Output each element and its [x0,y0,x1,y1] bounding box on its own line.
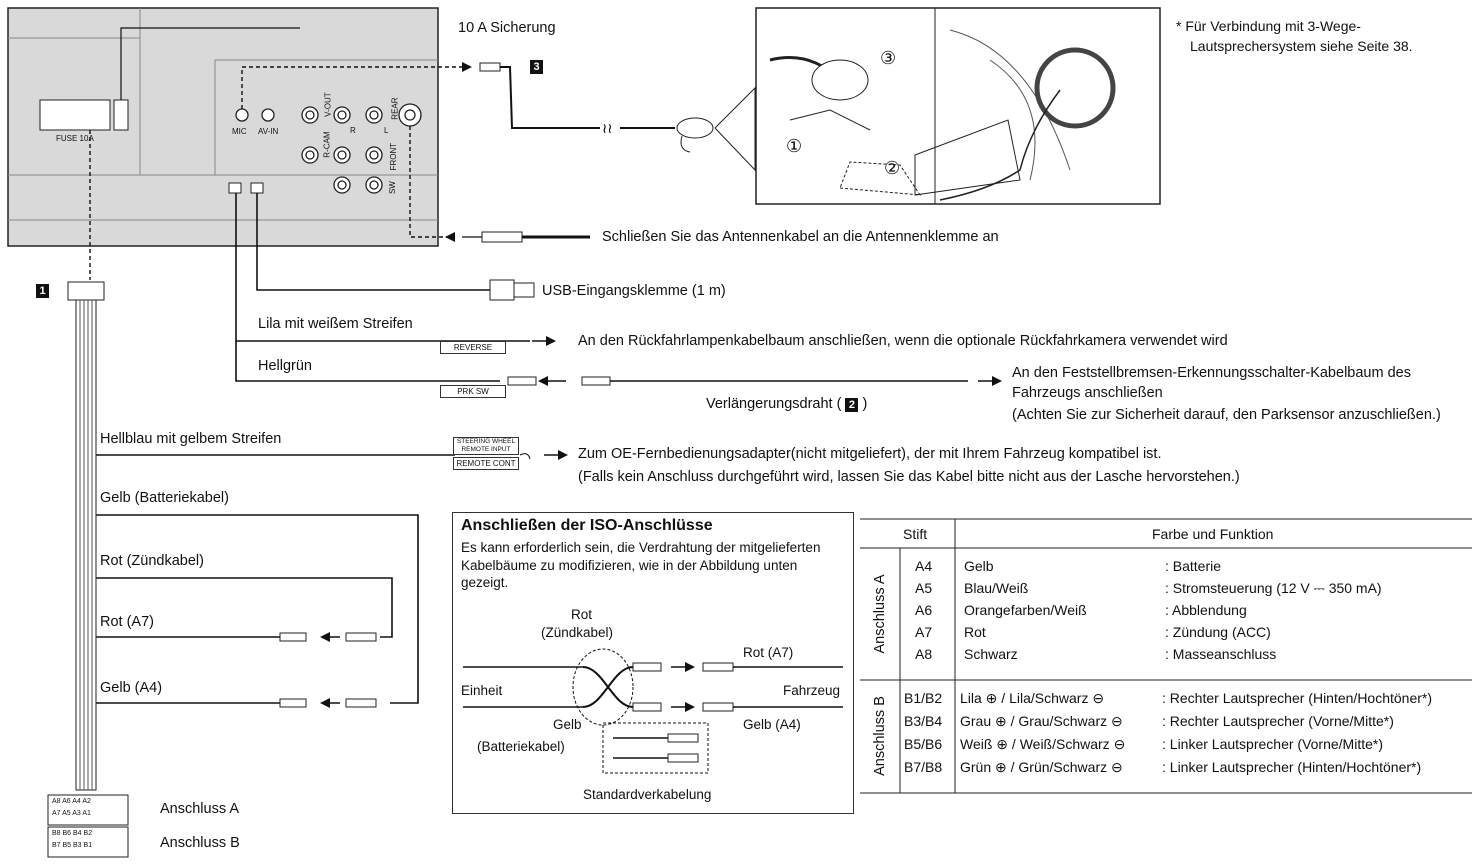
fuse-holder [113,99,129,131]
magnify-circle [1034,47,1116,129]
header-farbe: Farbe und Funktion [1152,526,1274,542]
row-a8-color: Schwarz [964,646,1018,662]
jack-front: FRONT [389,142,399,171]
row-b34-pin: B3/B4 [904,713,943,729]
jack-av-in: AV-IN [258,127,279,136]
iso-connection-box: Anschließen der ISO-Anschlüsse Es kann e… [452,512,854,814]
remote-cont-tag: REMOTE CONT [453,457,519,470]
mic-install-inset [755,7,1161,205]
lila-label: Lila mit weißem Streifen [258,316,413,332]
jack-mic: MIC [232,127,247,136]
iso-harness [75,299,97,791]
rca-jacks [235,103,422,194]
jack-l: L [384,126,389,135]
iso-standard: Standardverkabelung [583,787,712,802]
jack-sw: SW [387,181,397,195]
row-a5-pin: A5 [915,580,933,596]
svg-text:≀≀: ≀≀ [602,122,613,137]
jack-r-cam: R-CAM [322,131,332,158]
anschluss-b-label: Anschluss B [160,835,240,851]
badge-1: 1 [36,284,49,298]
badge-3: 3 [530,60,543,74]
header-stift: Stift [903,526,928,542]
anschluss-a-label: Anschluss A [160,801,239,817]
connector-a [47,794,129,826]
step-2: ② [884,158,901,178]
row-a7-pin: A7 [915,624,933,640]
iso-rot: Rot [571,607,593,622]
footnote-line-1: * Für Verbindung mit 3-Wege- [1176,18,1361,34]
iso-socket [39,99,111,131]
remote-line-1: Zum OE-Fernbedienungsadapter(nicht mitge… [578,446,1162,462]
iso-batt: (Batteriekabel) [477,739,565,754]
row-a6-pin: A6 [915,602,933,618]
pins-row-3: B8 B6 B4 B2 [52,830,93,837]
rot-a7-label: Rot (A7) [100,614,154,630]
parking-line-1: An den Feststellbremsen-Erkennungsschalt… [1012,365,1411,381]
hellgruen-label: Hellgrün [258,358,312,374]
fuse-label: 10 A Sicherung [458,20,556,36]
row-a5-func: : Stromsteuerung (12 V ⎓ 350 mA) [1165,580,1382,596]
row-b34-color: Grau ⊕ / Grau/Schwarz ⊖ [960,713,1123,729]
row-b78-color: Grün ⊕ / Grün/Schwarz ⊖ [960,759,1123,775]
antenna-label: Schließen Sie das Antennenkabel an die A… [602,229,999,245]
jack-r: R [350,126,356,135]
row-a7-color: Rot [964,624,986,640]
iso-gelb: Gelb [553,717,582,732]
rot-zuend-label: Rot (Zündkabel) [100,553,204,569]
group-b-label: Anschluss B [872,696,888,776]
hellblau-label: Hellblau mit gelbem Streifen [100,431,282,447]
row-a4-color: Gelb [964,558,994,574]
iso-gelb-a4: Gelb (A4) [743,717,801,732]
jack-v-out: V-OUT [323,92,333,117]
parking-line-3: (Achten Sie zur Sicherheit darauf, den P… [1012,407,1441,423]
row-b12-color: Lila ⊕ / Lila/Schwarz ⊖ [960,690,1105,706]
iso-rot-a7: Rot (A7) [743,645,794,660]
jack-rear: REAR [390,97,400,120]
row-a7-func: : Zündung (ACC) [1165,624,1271,640]
row-a4-func: : Batterie [1165,558,1222,574]
row-b34-func: : Rechter Lautsprecher (Vorne/Mitte*) [1162,713,1394,729]
footnote-line-2: Lautsprechersystem siehe Seite 38. [1190,38,1413,54]
unit-fuse-text: FUSE 10A [56,134,94,143]
usb-label: USB-Eingangsklemme (1 m) [542,283,726,299]
remote-line-2: (Falls kein Anschluss durchgeführt wird,… [578,469,1240,485]
gelb-a4-label: Gelb (A4) [100,680,163,696]
reverse-tag: REVERSE [440,341,506,354]
reverse-text: An den Rückfahrlampenkabelbaum anschließ… [578,333,1228,349]
row-b56-color: Weiß ⊕ / Weiß/Schwarz ⊖ [960,736,1126,752]
gelb-batt-label: Gelb (Batteriekabel) [100,490,229,506]
iso-fahrzeug: Fahrzeug [783,683,841,698]
iso-description: Es kann erforderlich sein, die Verdrahtu… [461,540,821,591]
row-b12-pin: B1/B2 [904,690,943,706]
pins-row-1: A8 A6 A4 A2 [52,798,91,805]
badge-2: 2 [845,398,859,412]
extension-wire-label: Verlängerungsdraht ( 2 ) [706,396,868,412]
iso-zuend: (Zündkabel) [541,625,614,640]
group-a-label: Anschluss A [872,574,888,654]
parking-line-2: Fahrzeugs anschließen [1012,385,1163,401]
row-a6-func: : Abblendung [1165,602,1247,618]
iso-einheit: Einheit [461,683,503,698]
row-b78-pin: B7/B8 [904,759,943,775]
step-3: ③ [880,48,897,68]
row-a5-color: Blau/Weiß [964,580,1029,596]
row-a4-pin: A4 [915,558,933,574]
row-a8-func: : Masseanschluss [1165,646,1277,662]
pins-row-4: B7 B5 B3 B1 [52,842,93,849]
row-a8-pin: A8 [915,646,933,662]
row-b56-pin: B5/B6 [904,736,943,752]
row-b12-func: : Rechter Lautsprecher (Hinten/Hochtöner… [1162,690,1433,706]
row-b78-func: : Linker Lautsprecher (Hinten/Hochtöner*… [1162,759,1422,775]
step-1: ① [786,136,803,156]
connector-b [47,826,129,858]
pin-table: Stift Farbe und Funktion Anschluss A Ans… [860,518,1472,798]
pins-row-2: A7 A5 A3 A1 [52,810,91,817]
row-b56-func: : Linker Lautsprecher (Vorne/Mitte*) [1162,736,1383,752]
row-a6-color: Orangefarben/Weiß [964,602,1087,618]
prk-sw-tag: PRK SW [440,385,506,398]
iso-title: Anschließen der ISO-Anschlüsse [461,517,713,534]
